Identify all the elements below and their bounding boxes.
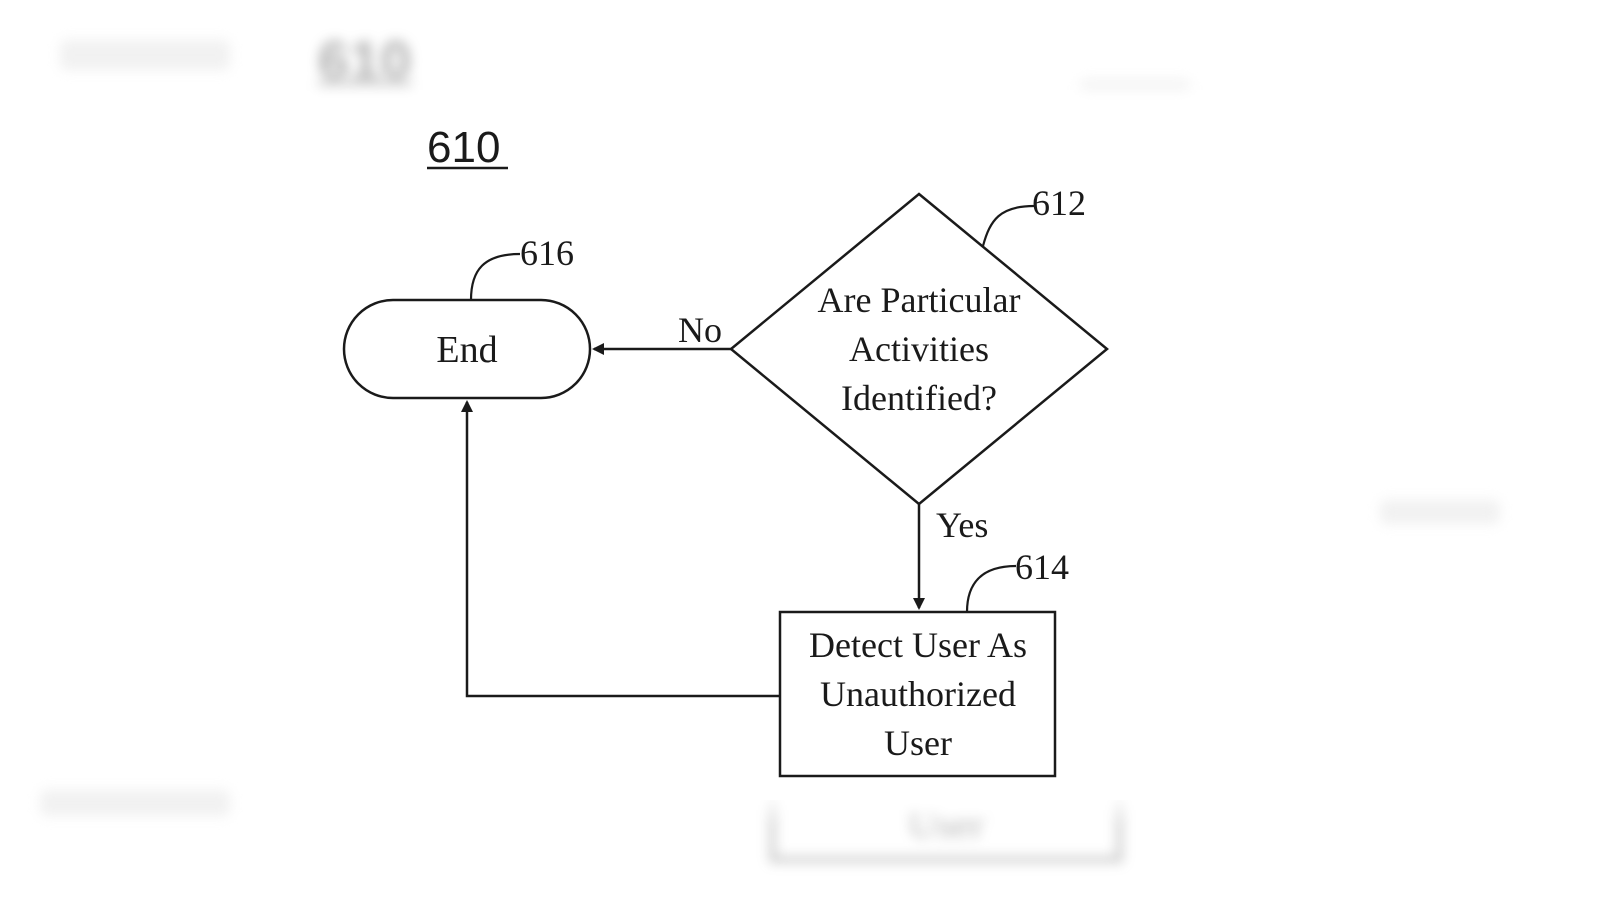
figure-label: 610 [427,123,500,172]
ghost-blob [40,790,230,816]
ghost-figure-label: 610 [318,29,412,92]
ghost-box-text: User [908,801,984,846]
edge-detect-to-end [461,400,780,698]
detect-line-1: Detect User As [809,625,1027,665]
decision-line-2: Activities [849,329,989,369]
ref-612-leader [981,204,1035,247]
ghost-box [770,790,1122,862]
detect-process-box [778,610,1057,778]
ghost-blob [1080,80,1190,96]
ref-614: 614 [1015,547,1069,587]
edge-no-label: No [678,310,722,350]
ghost-blob [1380,500,1500,524]
ref-616: 616 [520,233,574,273]
ghost-blob [60,40,230,70]
decision-line-1: Are Particular [818,280,1021,320]
ref-616-leader [469,252,521,301]
diagram-panel [300,100,1250,800]
ref-612: 612 [1032,183,1086,223]
edge-yes-label: Yes [936,505,988,545]
detect-line-2: Unauthorized [820,674,1016,714]
end-terminator [342,298,592,400]
ref-614-leader [965,564,1017,613]
decision-line-3: Identified? [841,378,997,418]
end-label: End [436,329,497,371]
detect-line-3: User [884,723,952,763]
